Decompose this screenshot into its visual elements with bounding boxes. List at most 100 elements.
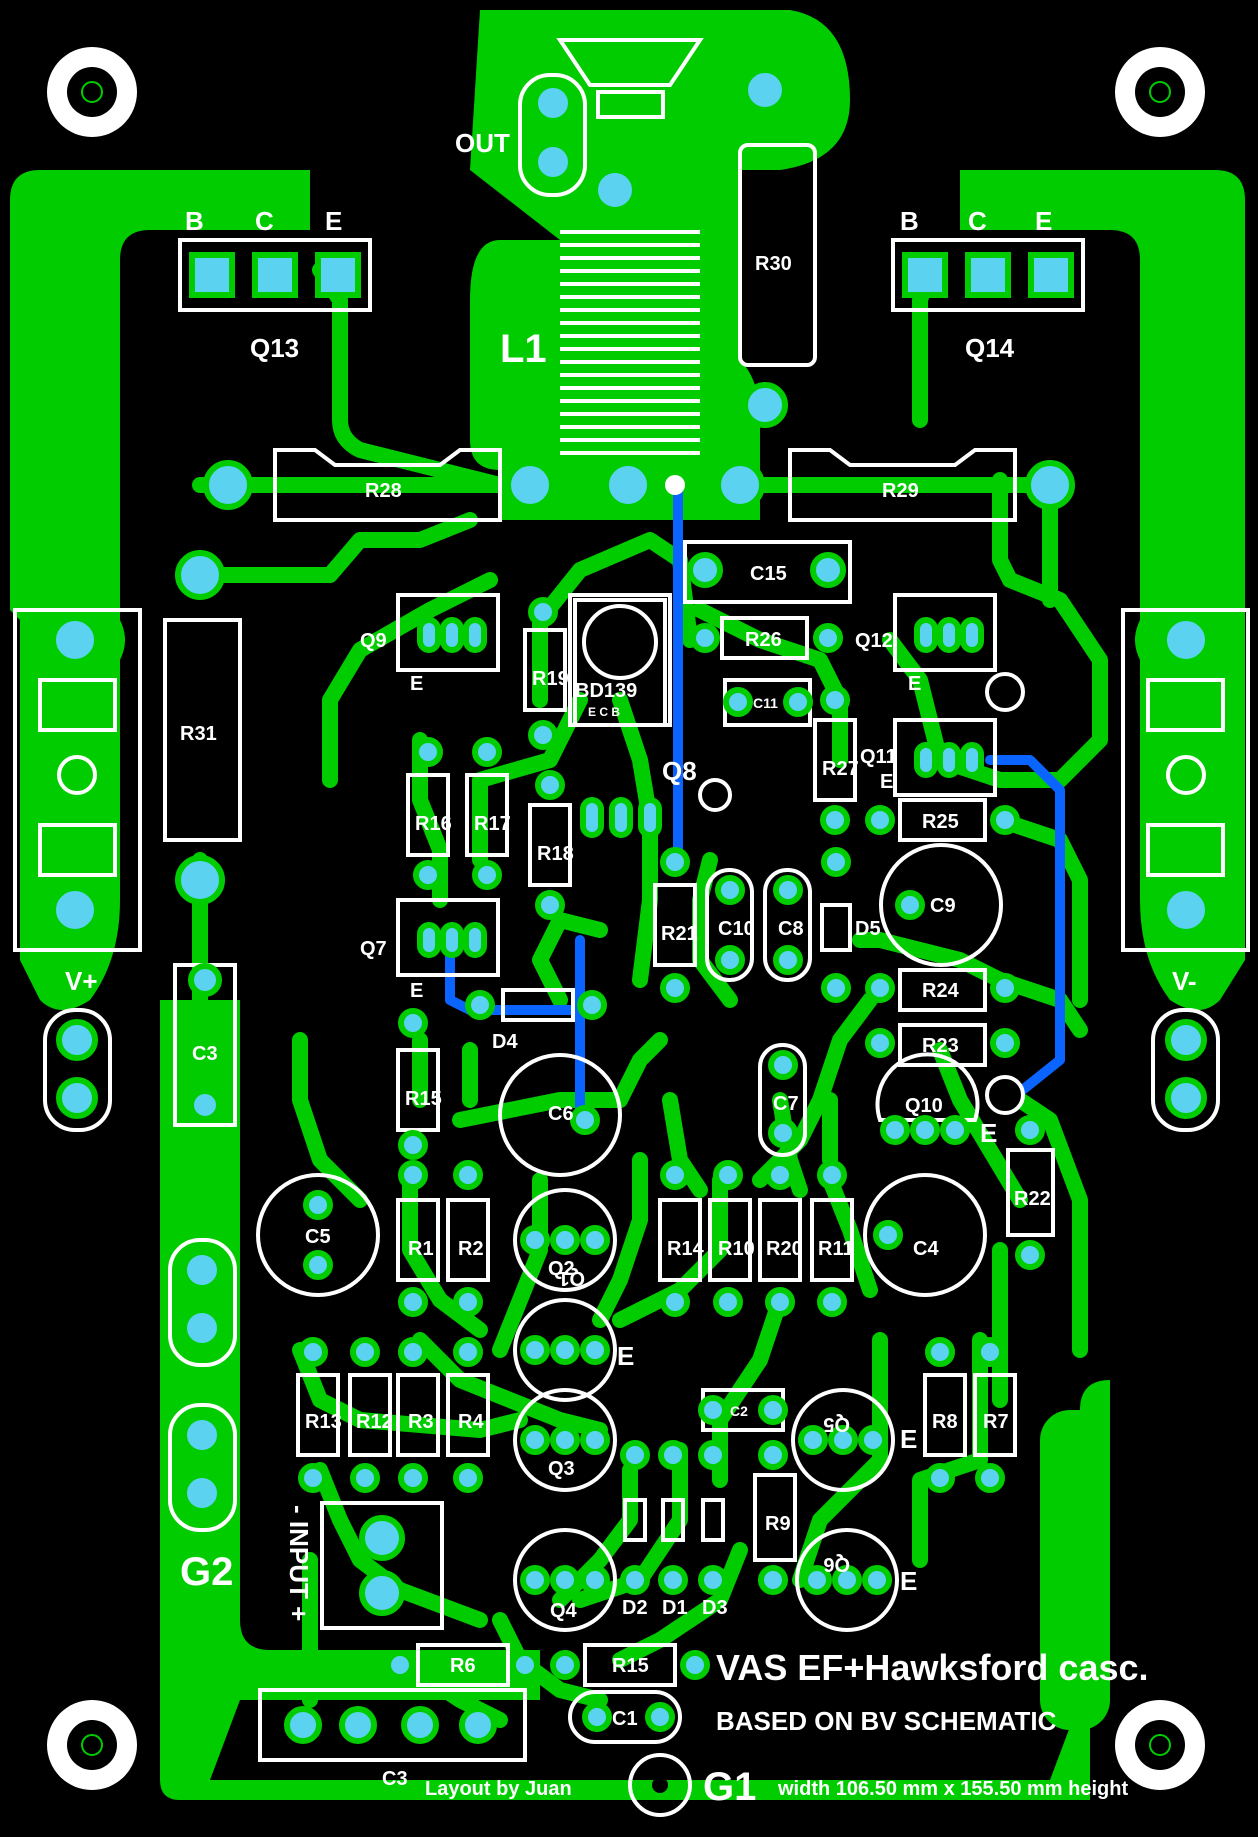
r1-label: R1 bbox=[408, 1238, 434, 1260]
q5-e-mark: E bbox=[900, 1424, 917, 1454]
q2-outline bbox=[512, 1188, 618, 1292]
c7-label: C7 bbox=[773, 1093, 799, 1115]
q10-outline bbox=[875, 1052, 980, 1122]
r18-outline bbox=[528, 803, 572, 887]
q12-e-mark: E bbox=[908, 673, 921, 695]
r1-outline bbox=[396, 1198, 440, 1282]
c15-outline bbox=[683, 540, 852, 604]
r22-outline bbox=[1006, 1148, 1055, 1237]
label-vminus: V- bbox=[1172, 966, 1197, 996]
r20-outline bbox=[758, 1198, 802, 1282]
r23-outline bbox=[898, 1023, 987, 1067]
label-l1: L1 bbox=[500, 327, 547, 371]
d1-outline bbox=[661, 1498, 685, 1542]
r17-label: R17 bbox=[474, 813, 511, 835]
silk-labels: OUT L1 V+ V- G2 G1 - INPUT + VAS EF+Hawk… bbox=[65, 128, 1197, 1809]
title-line1: VAS EF+Hawksford casc. bbox=[716, 1647, 1149, 1688]
r28-label: R28 bbox=[365, 480, 402, 502]
r29-label: R29 bbox=[882, 480, 919, 502]
c5-label: C5 bbox=[305, 1226, 331, 1248]
r19-label: R19 bbox=[532, 668, 569, 690]
d5-outline bbox=[820, 903, 852, 952]
q13-pads bbox=[189, 252, 361, 298]
q4-label: Q4 bbox=[550, 1600, 578, 1622]
r31-label: R31 bbox=[180, 723, 217, 745]
out-connector-outline bbox=[518, 73, 587, 197]
r29-outline bbox=[788, 448, 1017, 522]
pt-right-top bbox=[1146, 678, 1225, 732]
q13-outline bbox=[178, 238, 372, 312]
q1-outline bbox=[512, 1298, 618, 1402]
r9-outline bbox=[753, 1473, 797, 1562]
d3-label: D3 bbox=[702, 1597, 728, 1619]
r11-outline bbox=[810, 1198, 854, 1282]
label-g1: G1 bbox=[703, 1765, 756, 1809]
r7-label: R7 bbox=[983, 1411, 1009, 1433]
bottom-traces bbox=[445, 483, 1065, 1115]
r13-outline bbox=[296, 1373, 340, 1457]
d5-label: D5 bbox=[855, 918, 881, 940]
q5-label: Q5 bbox=[823, 1413, 850, 1435]
r15-top-outline bbox=[396, 1048, 440, 1132]
r11-label: R11 bbox=[818, 1238, 854, 1260]
r15-bottom-outline bbox=[583, 1643, 677, 1687]
dimensions-label: width 106.50 mm x 155.50 mm height bbox=[777, 1778, 1128, 1800]
r10-label: R10 bbox=[718, 1238, 755, 1260]
c1-outline bbox=[568, 1690, 682, 1744]
r25-label: R25 bbox=[922, 811, 959, 833]
r6-outline bbox=[416, 1643, 510, 1687]
title-line2: BASED ON BV SCHEMATIC bbox=[716, 1706, 1057, 1736]
pt-right-bottom bbox=[1146, 823, 1225, 877]
r31-outline bbox=[163, 618, 242, 842]
l1-coil bbox=[560, 230, 700, 455]
c1-label: C1 bbox=[612, 1708, 638, 1730]
r22-label: R22 bbox=[1014, 1188, 1051, 1210]
r19-outline bbox=[523, 628, 567, 712]
mounting-holes bbox=[47, 47, 1205, 1790]
pt-left-center bbox=[57, 755, 97, 795]
c11-label: C11 bbox=[753, 695, 778, 711]
label-vplus: V+ bbox=[65, 966, 98, 996]
q12-label: Q12 bbox=[855, 630, 893, 652]
mounting-hole-br bbox=[1115, 1700, 1205, 1790]
r4-outline bbox=[446, 1373, 490, 1457]
q9-outline bbox=[396, 593, 500, 672]
mounting-hole-tr bbox=[1115, 47, 1205, 137]
label-out: OUT bbox=[455, 128, 510, 158]
d4-label: D4 bbox=[492, 1031, 518, 1053]
r28-outline bbox=[273, 448, 502, 522]
mounting-hole-tl bbox=[47, 47, 137, 137]
q13-label: Q13 bbox=[250, 333, 299, 363]
r21-outline bbox=[653, 883, 697, 967]
g1-outline bbox=[628, 1753, 692, 1817]
c3-bottom-label: C3 bbox=[382, 1768, 408, 1790]
r2-outline bbox=[446, 1198, 490, 1282]
q7-label: Q7 bbox=[360, 938, 387, 960]
g2-connector-top-outline bbox=[168, 1238, 237, 1367]
r7-outline bbox=[973, 1373, 1017, 1457]
c3-left-label: C3 bbox=[192, 1043, 218, 1065]
c4-outline bbox=[863, 1173, 987, 1297]
q13-pin-b: B bbox=[185, 206, 204, 236]
q3-label: Q3 bbox=[548, 1458, 575, 1480]
r3-label: R3 bbox=[408, 1411, 434, 1433]
c5-outline bbox=[256, 1173, 380, 1297]
c8-label: C8 bbox=[778, 918, 804, 940]
q14-pin-e: E bbox=[1035, 206, 1052, 236]
r10-outline bbox=[708, 1198, 752, 1282]
label-input: - INPUT + bbox=[284, 1505, 314, 1621]
r15-top-label: R15 bbox=[405, 1088, 442, 1110]
c10-outline bbox=[705, 868, 754, 982]
author-label: Layout by Juan bbox=[425, 1778, 572, 1800]
q11-e-mark: E bbox=[880, 771, 893, 793]
c8-outline bbox=[763, 868, 812, 982]
r30-outline bbox=[738, 143, 817, 367]
bd139-body bbox=[573, 598, 667, 727]
q1-label: Q1 bbox=[558, 1267, 585, 1289]
r12-outline bbox=[348, 1373, 392, 1457]
q7-outline bbox=[396, 898, 500, 977]
c7-outline bbox=[758, 1043, 807, 1157]
bd139-ecb: E C B bbox=[588, 705, 620, 719]
q10-label: Q10 bbox=[905, 1095, 943, 1117]
c2-label: C2 bbox=[730, 1403, 748, 1419]
